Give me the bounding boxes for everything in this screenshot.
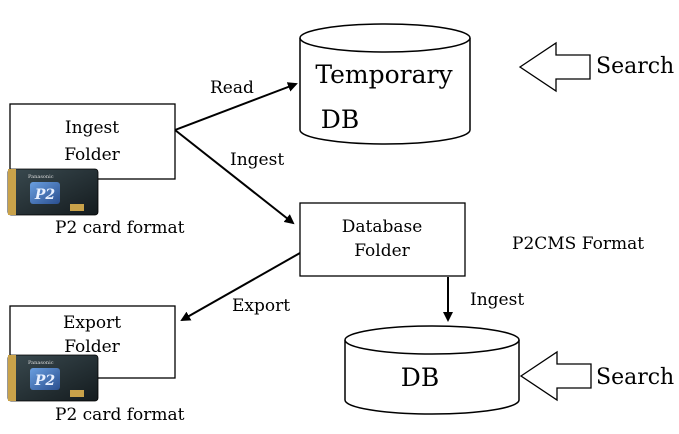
- export-folder-label-line1: Export: [63, 313, 121, 333]
- ingest-folder-label-line2: Folder: [64, 145, 120, 165]
- read-arrow: [174, 82, 298, 131]
- temporary-db-cylinder: Temporary DB: [299, 23, 471, 145]
- search-arrow-bottom-icon: [519, 350, 592, 402]
- card-logo-bottom: P2: [34, 373, 56, 389]
- db-label: DB: [401, 363, 439, 392]
- database-folder-label-line1: Database: [342, 217, 423, 237]
- export-folder-label-line2: Folder: [64, 337, 120, 357]
- temporary-db-label-line2: DB: [321, 105, 359, 134]
- export-label: Export: [232, 296, 290, 316]
- search-arrow-top-icon: [518, 41, 591, 93]
- export-arrow: [180, 252, 301, 321]
- db-cylinder: DB: [344, 325, 520, 415]
- p2-card-top-icon: Panasonic P2: [7, 168, 99, 216]
- database-folder-box: Database Folder: [299, 202, 466, 277]
- card-caption-top: P2 card format: [55, 218, 185, 238]
- p2-card-bottom-icon: Panasonic P2: [7, 354, 99, 402]
- card-brand-top: Panasonic: [28, 174, 54, 180]
- read-label: Read: [210, 78, 254, 98]
- search-label-bottom: Search: [596, 365, 674, 390]
- temporary-db-label-line1: Temporary: [315, 60, 453, 89]
- ingest-label-lower: Ingest: [470, 290, 524, 310]
- card-logo-top: P2: [34, 187, 56, 203]
- ingest-folder-label-line1: Ingest: [65, 118, 119, 138]
- card-caption-bottom: P2 card format: [55, 405, 185, 425]
- ingest-label-upper: Ingest: [230, 150, 284, 170]
- card-brand-bottom: Panasonic: [28, 360, 54, 366]
- p2cms-format-label: P2CMS Format: [512, 234, 644, 254]
- ingest-arrow-to-database-folder: [174, 129, 295, 225]
- database-folder-label-line2: Folder: [354, 241, 410, 261]
- ingest-folder-box: Ingest Folder: [9, 103, 176, 180]
- search-label-top: Search: [596, 54, 674, 79]
